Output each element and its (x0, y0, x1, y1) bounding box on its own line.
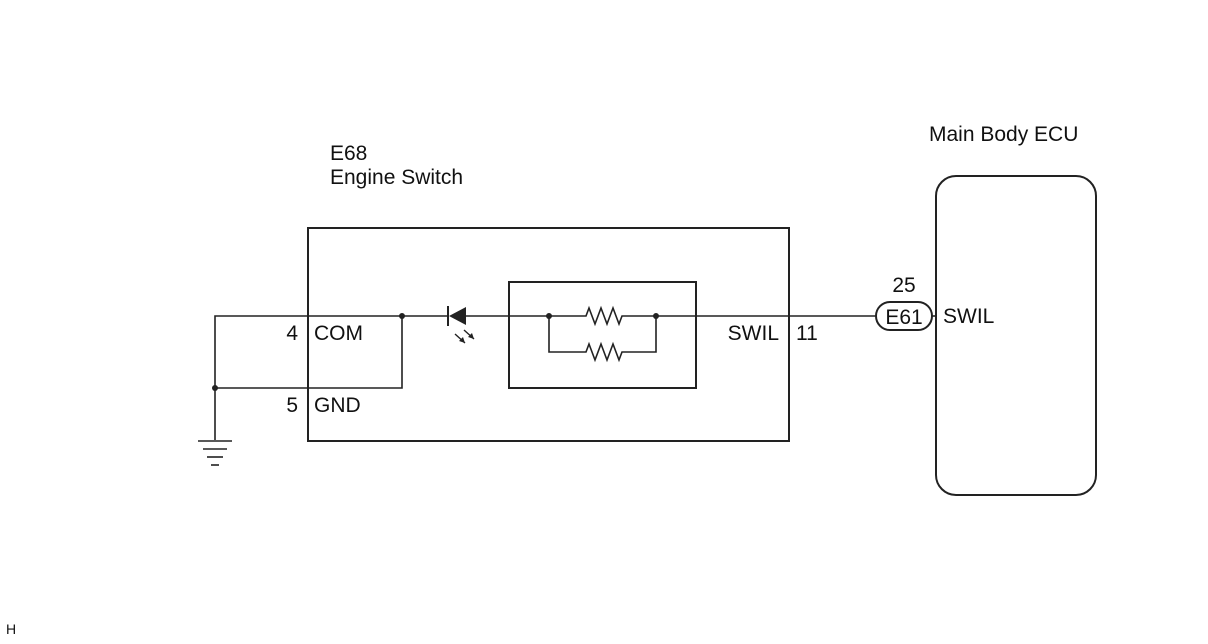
pin-number-com: 4 (286, 322, 298, 345)
ecu-title: Main Body ECU (929, 123, 1078, 146)
pin-name-swil: SWIL (728, 322, 779, 345)
resistor-network-box (508, 281, 697, 389)
ecu-box (935, 175, 1097, 496)
pin-number-swil: 11 (796, 322, 818, 345)
pin-name-gnd: GND (314, 394, 361, 417)
ground-symbol (198, 440, 232, 466)
footer-code: H (6, 621, 16, 637)
ground-wiring (212, 313, 405, 440)
resistor-network (546, 305, 659, 363)
ecu-connector-label: E61 (885, 306, 922, 329)
engine-switch-box (307, 227, 790, 442)
led-icon (447, 306, 475, 344)
pin-number-gnd: 5 (286, 394, 298, 417)
pin-name-com: COM (314, 322, 363, 345)
ecu-pin-number: 25 (892, 274, 915, 297)
ecu-pin-name: SWIL (943, 305, 994, 328)
engine-switch-title: Engine Switch (330, 166, 463, 189)
engine-switch-connector-label: E68 (330, 142, 367, 165)
